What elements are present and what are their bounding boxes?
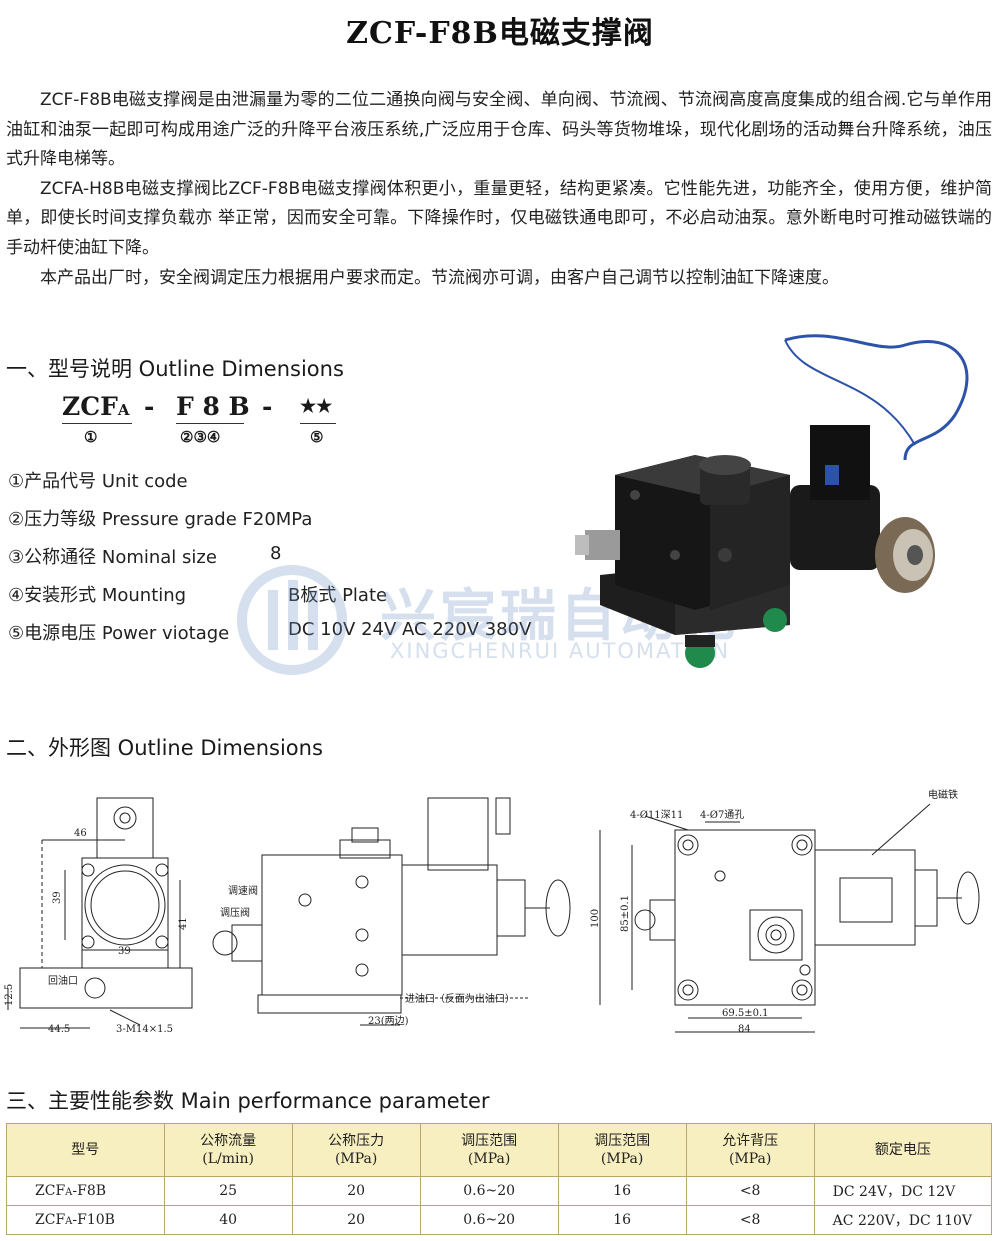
header-range2: 调压范围(MPa) (557, 1123, 687, 1177)
svg-text:4-Ø7通孔: 4-Ø7通孔 (700, 809, 744, 821)
spec-unit-code: ①产品代号 Unit code (8, 471, 188, 492)
section2-heading: 二、外形图 Outline Dimensions (6, 736, 323, 760)
model-code-stars: ★★ (300, 396, 333, 417)
model-code-num1: ① (84, 428, 98, 446)
header-flow: 公称流量(L/min) (163, 1123, 293, 1177)
svg-text:84: 84 (738, 1024, 751, 1035)
model-code-sub: A (117, 401, 130, 419)
intro-paragraph-1: ZCF-F8B电磁支撑阀是由泄漏量为零的二位二通换向阀与安全阀、单向阀、节流阀、… (6, 90, 992, 170)
svg-text:调速阀: 调速阀 (228, 884, 258, 897)
model-code: ZCFA - F 8 B - ★★ ① ②③④ ⑤ (62, 392, 362, 452)
watermark-logo-icon (237, 565, 347, 675)
model-code-num2: ②③④ (180, 428, 221, 446)
drawing3-body (674, 829, 816, 1006)
svg-text:41: 41 (178, 917, 189, 930)
table-header-row: 型号 公称流量(L/min) 公称压力(MPa) 调压范围(MPa) 调压范围(… (6, 1123, 993, 1177)
svg-text:4-Ø11深11: 4-Ø11深11 (630, 809, 683, 821)
svg-text:44.5: 44.5 (48, 1024, 70, 1035)
header-model: 型号 (6, 1123, 165, 1177)
svg-text:调压阀: 调压阀 (220, 906, 250, 919)
spec-nominal-size: ③公称通径 Nominal size 8 (8, 543, 282, 568)
table-row: ZCFA-F10B 40 20 0.6~20 16 <8 AC 220V，DC … (6, 1205, 993, 1235)
header-voltage: 额定电压 (813, 1123, 993, 1177)
header-range: 调压范围(MPa) (419, 1123, 559, 1177)
svg-text:12.5: 12.5 (4, 984, 15, 1006)
spec-mounting: ④安装形式 Mounting B板式 Plate (8, 585, 388, 606)
section3-heading: 三、主要性能参数 Main performance parameter (6, 1089, 490, 1113)
svg-text:69.5±0.1: 69.5±0.1 (722, 1008, 769, 1019)
drawing1-base (19, 967, 193, 1009)
model-code-prefix: ZCF (62, 392, 118, 421)
header-pressure: 公称压力(MPa) (291, 1123, 421, 1177)
header-back-pressure: 允许背压(MPa) (685, 1123, 815, 1177)
intro-paragraph-2: ZCFA-H8B电磁支撑阀比ZCF-F8B电磁支撑阀体积更小，重量更轻，结构更紧… (6, 178, 992, 258)
model-code-f8b: F 8 B (176, 392, 250, 421)
svg-text:3-M14×1.5: 3-M14×1.5 (116, 1024, 173, 1035)
product-photo (575, 334, 969, 668)
svg-text:85±0.1: 85±0.1 (620, 895, 631, 932)
performance-table: 型号 公称流量(L/min) 公称压力(MPa) 调压范围(MPa) 调压范围(… (6, 1123, 993, 1235)
outline-drawings: 46 39 39 41 12.5 44.5 3-M14×1.5 回油口 调速阀 … (4, 788, 980, 1035)
intro-text: ZCF-F8B电磁支撑阀是由泄漏量为零的二位二通换向阀与安全阀、单向阀、节流阀、… (6, 86, 992, 293)
spec-power-voltage: ⑤电源电压 Power viotage DC 10V 24V AC 220V 3… (8, 619, 532, 644)
svg-text:进油口（反面为出油口）: 进油口（反面为出油口） (405, 992, 515, 1005)
intro-paragraph-3: 本产品出厂时，安全阀调定压力根据用户要求而定。节流阀亦可调，由客户自己调节以控制… (40, 267, 839, 288)
model-code-dash1: - (144, 392, 155, 421)
svg-text:23(两边): 23(两边) (368, 1015, 409, 1027)
table-row: ZCFA-F8B 25 20 0.6~20 16 <8 DC 24V，DC 12… (6, 1176, 993, 1206)
drawing2-body (261, 854, 403, 996)
svg-text:46: 46 (74, 828, 87, 839)
svg-text:39: 39 (118, 946, 131, 957)
svg-text:39: 39 (52, 891, 63, 904)
spec-pressure-grade: ②压力等级 Pressure grade F20MPa (8, 509, 313, 530)
page-title: ZCF-F8B电磁支撑阀 (346, 16, 654, 51)
svg-text:回油口: 回油口 (48, 974, 78, 987)
svg-text:100: 100 (590, 909, 601, 928)
model-code-num3: ⑤ (310, 428, 324, 446)
section1-heading: 一、型号说明 Outline Dimensions (6, 357, 344, 381)
model-code-dash2: - (262, 392, 273, 421)
watermark-en: XINGCHENRUI AUTOMATION (390, 639, 731, 663)
svg-text:电磁铁: 电磁铁 (928, 788, 958, 801)
